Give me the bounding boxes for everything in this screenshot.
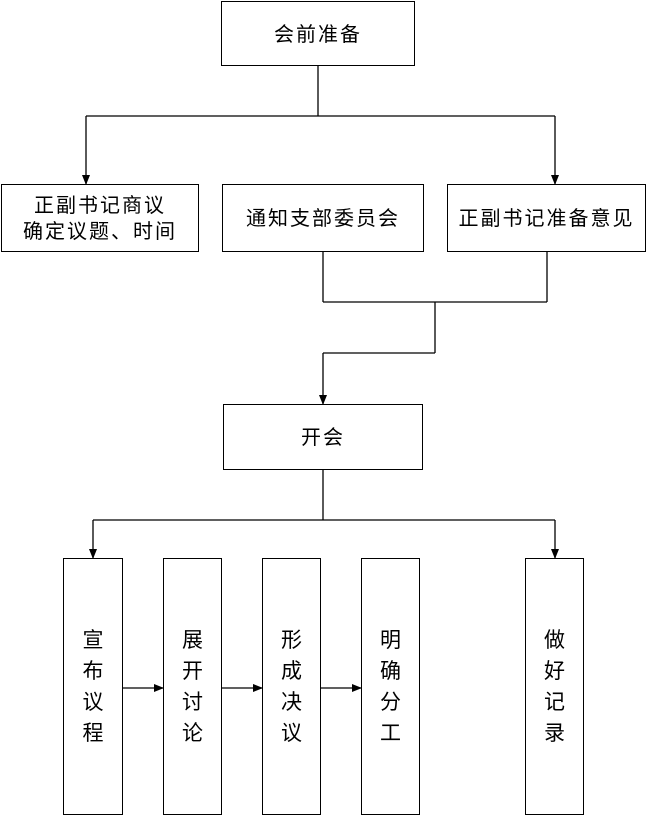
box-step-announce-agenda: 宣 布 议 程 (63, 558, 123, 815)
box-secretaries-prepare: 正副书记准备意见 (447, 184, 646, 252)
step-4-char-2: 确 (380, 658, 401, 683)
box-notify-committee-label: 通知支部委员会 (246, 206, 400, 230)
box-secretaries-prepare-label: 正副书记准备意见 (458, 206, 635, 230)
step-3-char-3: 决 (281, 689, 302, 714)
box-meeting: 开会 (223, 404, 423, 470)
step-5-char-3: 记 (544, 689, 565, 714)
step-5-char-2: 好 (544, 658, 565, 683)
step-1-char-2: 布 (82, 658, 104, 683)
step-1-char-1: 宣 (82, 627, 104, 652)
box-step-discussion: 展 开 讨 论 (163, 558, 222, 815)
box-secretaries-discuss-line-1: 正副书记商议 (34, 193, 166, 217)
box-secretaries-discuss: 正副书记商议 确定议题、时间 (1, 184, 199, 252)
step-4-char-3: 分 (380, 689, 401, 714)
step-4-char-4: 工 (380, 720, 401, 745)
step-4-char-1: 明 (380, 627, 401, 652)
box-secretaries-discuss-line-2: 确定议题、时间 (23, 219, 177, 243)
step-5-char-1: 做 (544, 627, 565, 652)
step-1-char-3: 议 (82, 689, 104, 714)
step-2-char-1: 展 (182, 627, 203, 652)
box-step-resolution: 形 成 决 议 (262, 558, 321, 815)
step-1-char-4: 程 (82, 720, 104, 745)
step-2-char-3: 讨 (182, 689, 203, 714)
box-meeting-label: 开会 (301, 425, 345, 449)
step-3-char-2: 成 (281, 658, 302, 683)
box-meeting-preparation: 会前准备 (221, 1, 415, 66)
step-3-char-1: 形 (281, 627, 302, 652)
box-notify-committee: 通知支部委员会 (222, 184, 424, 252)
step-3-char-4: 议 (281, 720, 302, 745)
step-2-char-2: 开 (182, 658, 203, 683)
box-step-record: 做 好 记 录 (525, 558, 584, 815)
step-2-char-4: 论 (182, 720, 203, 745)
box-meeting-preparation-label: 会前准备 (274, 21, 362, 46)
step-5-char-4: 录 (544, 720, 565, 745)
box-step-assign-tasks: 明 确 分 工 (361, 558, 420, 815)
